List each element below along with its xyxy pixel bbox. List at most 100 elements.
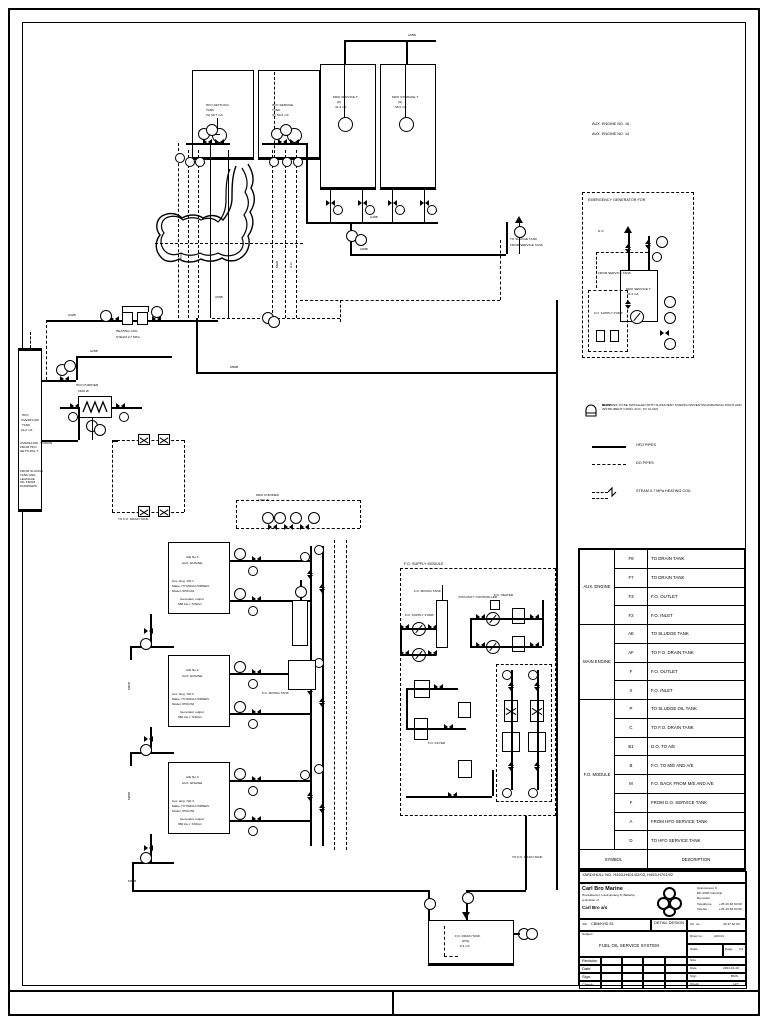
filter-left-2 <box>158 434 170 445</box>
do-drop-1 <box>178 143 179 318</box>
hull-number-row: YARD/HULL NO. H453-H401/02/03, H453-H701… <box>579 871 747 883</box>
filter-left-1 <box>138 434 150 445</box>
symbol-cell: D <box>614 830 648 850</box>
tank-hfo-overflow <box>18 348 42 512</box>
engine-box-1 <box>168 542 230 614</box>
date-label-cell: Date <box>579 965 601 973</box>
size-label: Size : <box>690 958 700 962</box>
drawno-value: A03-01 <box>714 934 725 938</box>
overflow-note-1: OVERFLOW / DRAIN FROM HFO SETTLING T. <box>20 441 53 453</box>
symbol-cell: F <box>614 661 648 682</box>
drain-tank-l1: F.O. DRAIN TANK <box>455 934 481 938</box>
overflow-tank-l3: TANK <box>22 423 31 427</box>
inset-unit-1 <box>596 330 605 342</box>
symbol-table-header-symbol: SYMBOL <box>579 849 648 869</box>
symbol-cell: F <box>614 792 648 813</box>
do-drop-3 <box>198 150 199 318</box>
company-sub2: a division of <box>582 898 599 902</box>
description-cell: TO DRAIN TANK <box>647 567 745 588</box>
address-tel-value: +45 43 48 60 00 <box>719 902 742 906</box>
module-title: F.O. SUPPLY MODULE <box>404 562 444 566</box>
job-cell <box>579 919 651 931</box>
description-cell: F.O. INLET <box>647 605 745 625</box>
tank-mdo-storage <box>380 64 436 190</box>
engine3-l6: 960 kw x 720rpm <box>178 822 203 826</box>
engine2-l5: Generator output <box>180 710 204 714</box>
tank2-label-2: TANK <box>272 108 281 112</box>
tank-hfo-service <box>258 70 320 160</box>
pipe-label-cross: A80B <box>360 247 368 251</box>
company-sub3: Carl Bro a/s <box>582 905 608 910</box>
engine1-l5: Generator output <box>180 597 204 601</box>
description-cell: TO DRAIN TANK <box>647 549 745 569</box>
scale-label: Scale : <box>690 947 701 951</box>
main-header-label: M50B <box>230 365 239 369</box>
fuel-tank-label: F.O. MIXING TANK <box>262 691 289 695</box>
page-label: Page <box>725 947 733 951</box>
module-item-5: F.O. FILTER <box>428 741 446 745</box>
symbol-cell: M <box>614 774 648 794</box>
do-drop-4 <box>272 150 273 318</box>
page-cell <box>723 944 747 957</box>
symbol-cell: X <box>614 680 648 700</box>
art-value: 40 37 40 00 <box>723 922 740 926</box>
carl-bro-logo-icon <box>657 887 682 917</box>
rdate-row <box>687 965 747 973</box>
do-drop-5 <box>285 150 286 318</box>
inset-title: EMERGENCY GENERATOR FOR <box>588 198 646 202</box>
description-cell: TO F.O. DRAIN TANK <box>647 717 745 738</box>
symbol-cell: A <box>614 811 648 832</box>
inset-unit-2 <box>610 330 619 342</box>
note-label: NOTE <box>602 403 611 407</box>
engine3-l5: Generator output <box>180 817 204 821</box>
valve-tank1-outlet <box>203 139 212 146</box>
drawno-cell <box>687 931 747 944</box>
heat-exchanger-fo-heater <box>78 396 112 418</box>
engine2-l6: 960 kw x 720rpm <box>178 715 203 719</box>
inset-tank-l2: 41.4 m3 <box>627 292 639 296</box>
module-heater-1 <box>512 608 525 624</box>
rev-col-4b <box>665 965 687 973</box>
tank4-gauge-icon <box>399 117 414 132</box>
left-pipe-label: A25B <box>90 349 98 353</box>
inset-emergency-generator <box>582 192 694 358</box>
engine3-l2: Aux. Eng. NO.3 <box>172 799 194 803</box>
rev-col-3c <box>643 973 665 981</box>
rev-col-1c <box>601 973 622 981</box>
module-item-4: VISCOSITY CONTROLLER <box>458 595 498 599</box>
rev-col-4d <box>665 981 687 989</box>
engine2-l2: Aux. Eng. NO.2 <box>172 692 194 696</box>
description-cell: TO SLUDGE OIL TANK <box>647 699 745 719</box>
legend-item-1-label: DO PIPES <box>636 461 654 465</box>
engine3-tag: A/E No.3 <box>186 775 199 779</box>
inset-sub-l1: F.O. SUPPLY PUMP <box>594 311 623 315</box>
description-cell: TO HFO SERVICE TANK <box>647 830 745 850</box>
engine-box-3 <box>168 762 230 834</box>
tank4-label-3: 45.6 m3 <box>395 105 407 109</box>
branch-pipe-label: A32B <box>68 313 76 317</box>
purifier-l4: 1700 l/h <box>258 498 270 502</box>
description-cell: D.O. TO A/E <box>647 736 745 757</box>
rev-col-2d <box>622 981 643 989</box>
rev-col-1d <box>601 981 622 989</box>
rev-col-1b <box>601 965 622 973</box>
group-name-main: MAIN ENGINE <box>579 624 615 700</box>
tank-fo-drain <box>428 920 514 966</box>
coil-symbol-icon <box>608 486 617 498</box>
rev-col-4 <box>665 957 687 965</box>
vent-label-2: FROM SERVICE TANK <box>510 243 543 247</box>
size-row <box>687 957 747 965</box>
description-cell: FROM D.O. SERVICE TANK <box>647 792 745 813</box>
valve-group-label: HEATING COIL <box>116 329 138 333</box>
rev-col-1 <box>601 957 622 965</box>
company-sub1: Hovedkontor, Lautrupvang 8, Ballerup <box>582 893 636 897</box>
address-l3: Denmark <box>697 896 710 900</box>
tank1-label-1: HFO SETTLING <box>206 103 229 107</box>
filter-left-3 <box>138 506 150 517</box>
heating-coil-serpentine <box>155 163 255 263</box>
description-cell: TO SLUDGE TANK <box>647 624 745 644</box>
symbol-cell: AF <box>614 642 648 663</box>
valve-tank2-outlet-2 <box>290 139 299 146</box>
tank-hfo-settling <box>192 70 254 160</box>
